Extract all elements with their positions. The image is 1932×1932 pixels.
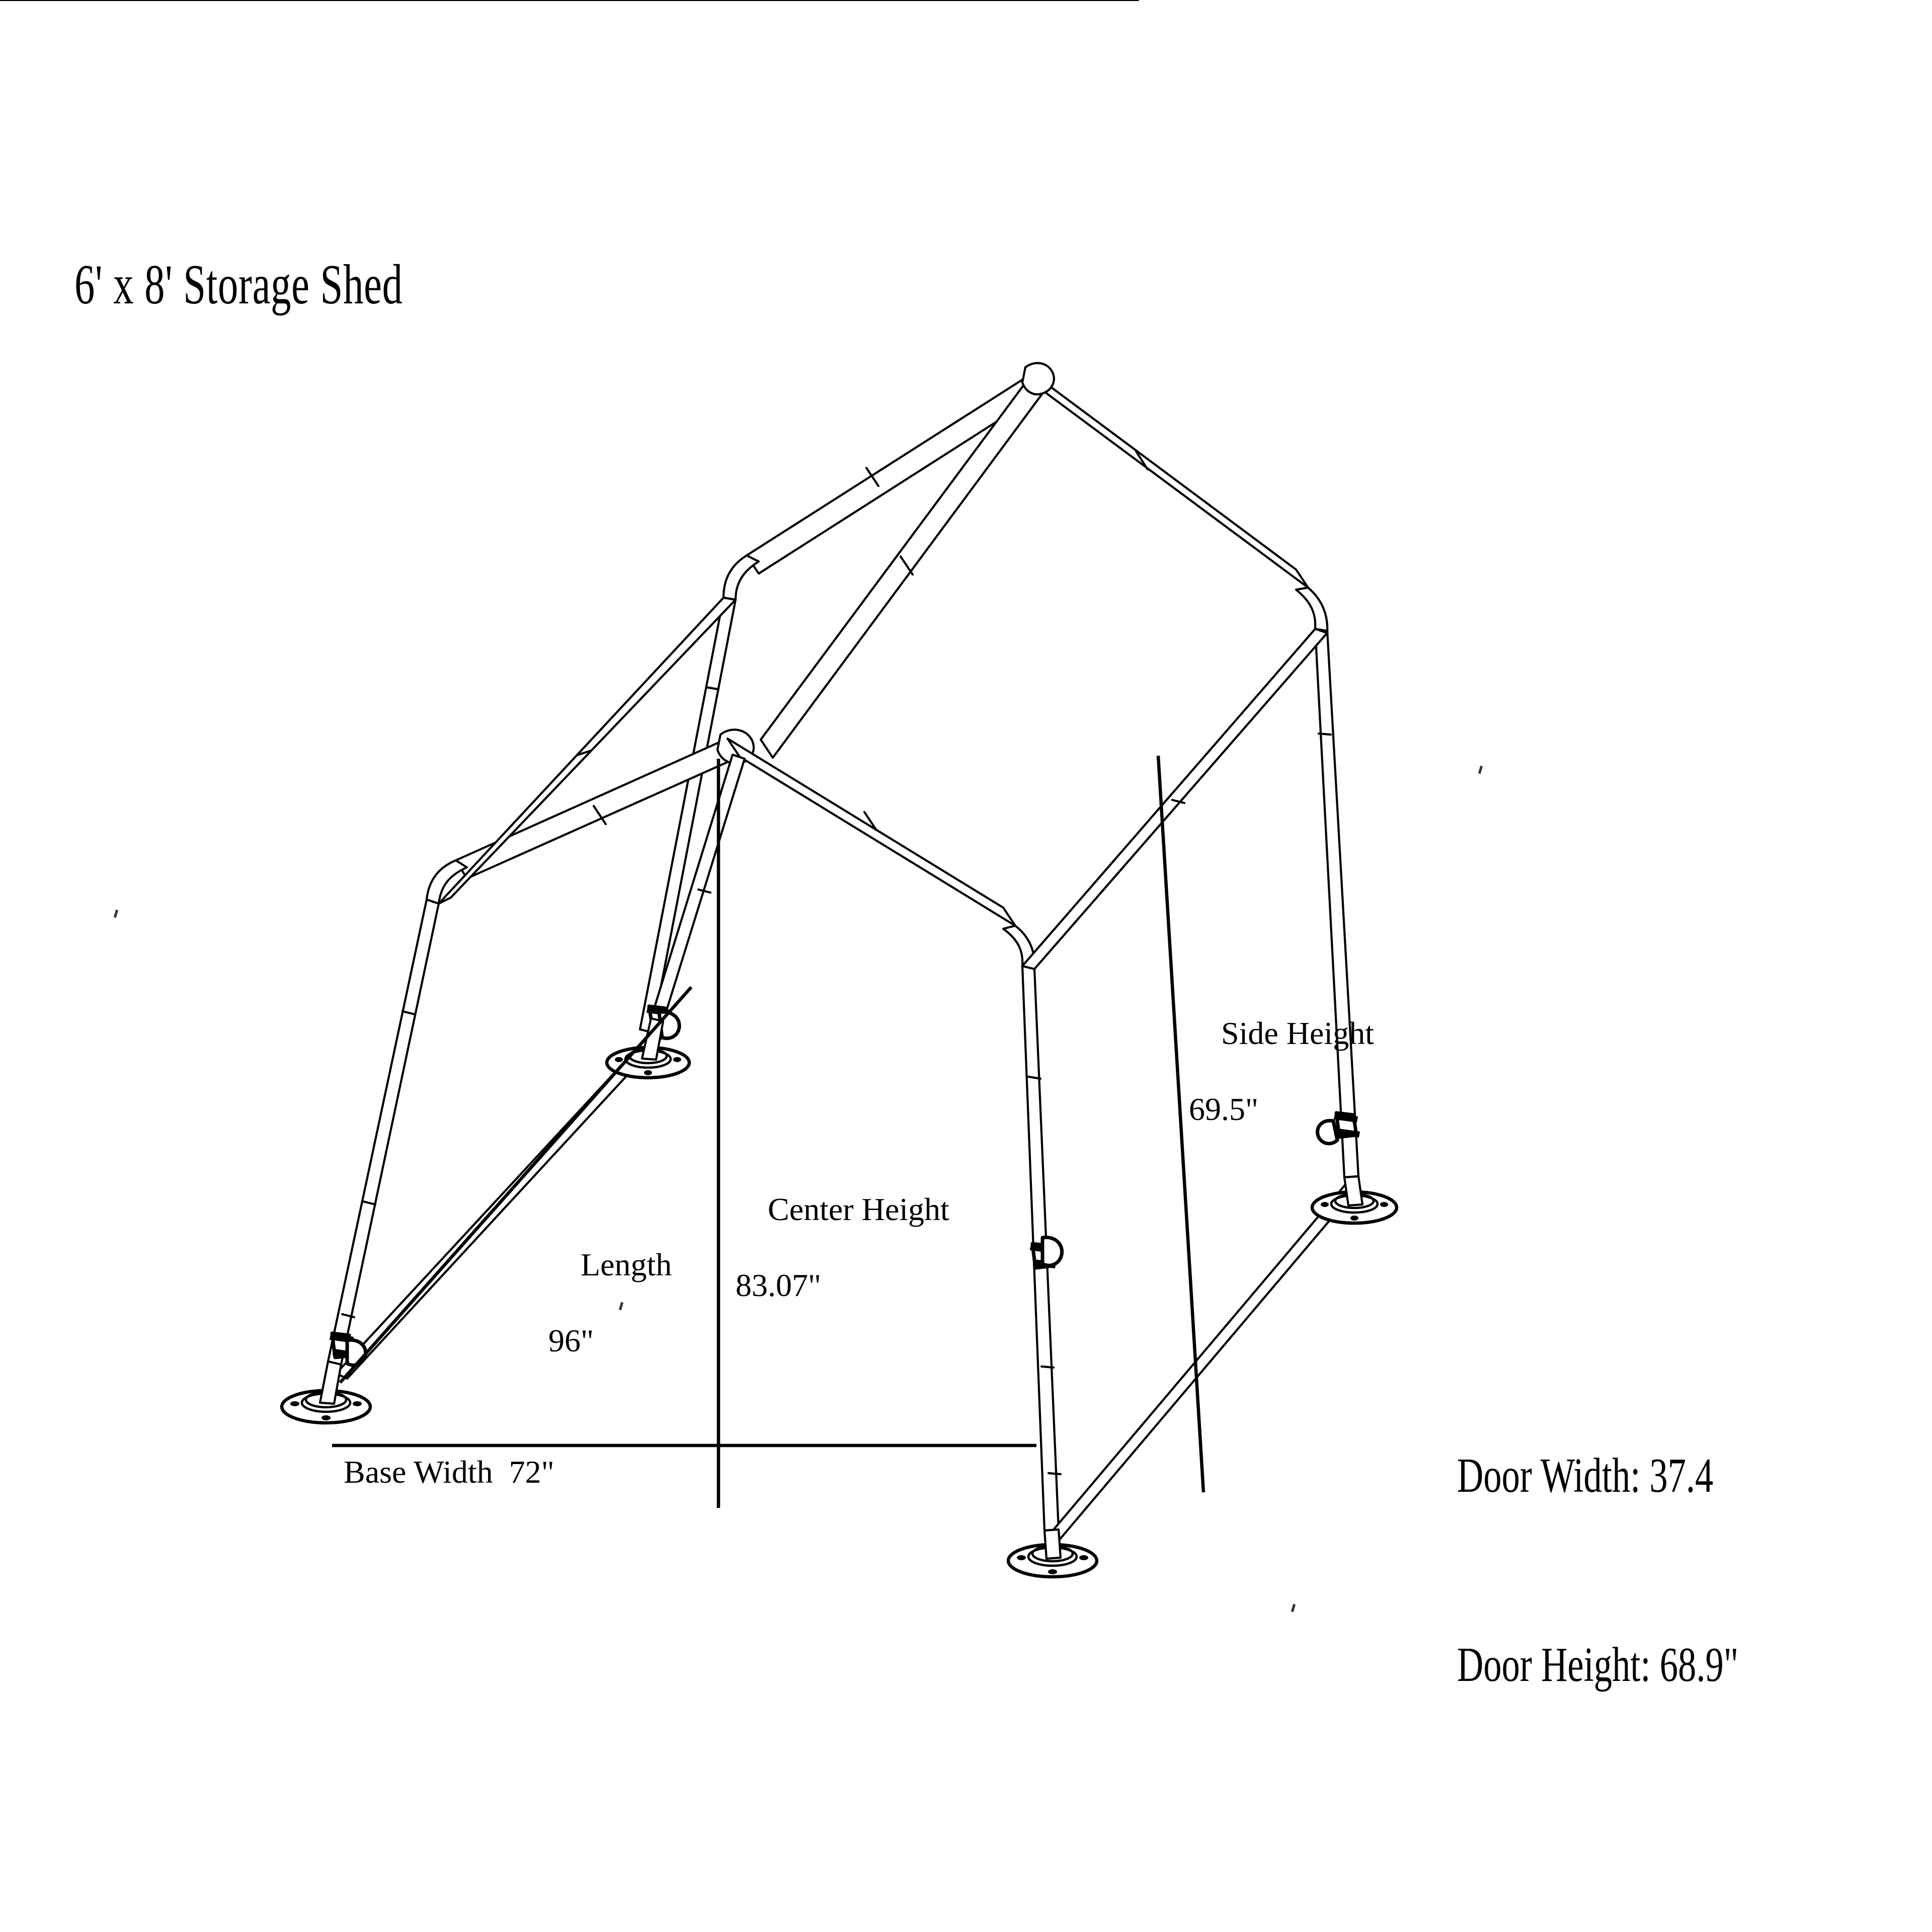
- label-base-width: Base Width 72": [344, 1454, 554, 1490]
- foot-plate-rear-left: [605, 1017, 691, 1080]
- foot-plate-front-left: [280, 1360, 372, 1425]
- label-length: Length 96": [548, 1208, 672, 1435]
- door-specifications: Door Width: 37.4 Door Height: 68.9": [1457, 1318, 1738, 1823]
- label-length-name: Length: [581, 1246, 672, 1282]
- frame-ridge-pole: [759, 362, 1055, 759]
- page-title: 6' x 8' Storage Shed: [74, 254, 403, 316]
- label-door-width: Door Width: 37.4: [1457, 1448, 1714, 1503]
- label-side-height: Side Height 69.5": [1189, 976, 1374, 1204]
- label-center-height: Center Height 83.07": [736, 1152, 949, 1380]
- foot-plate-front-right: [1006, 1528, 1099, 1579]
- frame-right-eave-rail: [1021, 627, 1329, 971]
- label-center-height-name: Center Height: [768, 1191, 949, 1227]
- foot-plate-rear-right: [1310, 1175, 1399, 1225]
- dimension-line-side-height: [1156, 755, 1205, 1493]
- label-side-height-value: 69.5": [1189, 1091, 1259, 1127]
- label-center-height-value: 83.07": [736, 1267, 822, 1303]
- label-door-height: Door Height: 68.9": [1457, 1638, 1739, 1693]
- connector-bracket-front-right: [1029, 1235, 1064, 1270]
- label-side-height-name: Side Height: [1221, 1015, 1374, 1051]
- frame-left-eave-rail: [437, 596, 737, 905]
- dimension-line-length: [339, 986, 693, 1384]
- label-length-value: 96": [548, 1322, 594, 1358]
- frame-near-gable: [425, 729, 1036, 971]
- connector-bracket-rear-right: [1316, 1111, 1360, 1146]
